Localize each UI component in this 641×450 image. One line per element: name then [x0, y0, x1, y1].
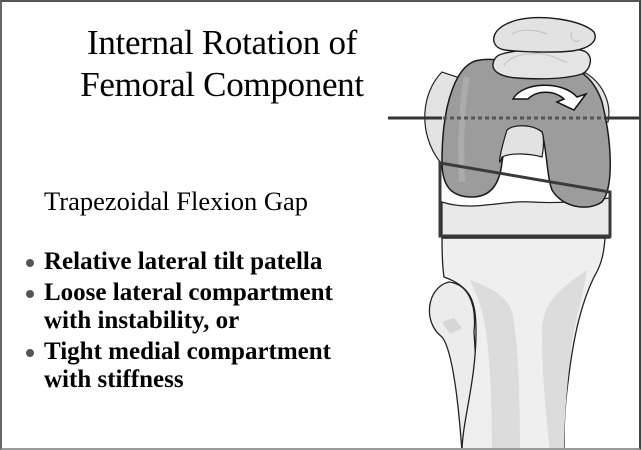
title-line-1: Internal Rotation of [86, 23, 358, 62]
patella-icon [492, 16, 596, 80]
slide-title: Internal Rotation of Femoral Component [32, 22, 412, 106]
femoral-component [441, 58, 611, 208]
rotation-arrow-icon [511, 84, 589, 111]
bullet-dot-icon [26, 259, 34, 267]
bullet-dot-icon [26, 289, 34, 298]
slide-subtitle: Trapezoidal Flexion Gap [44, 186, 308, 216]
title-line-2: Femoral Component [80, 65, 364, 104]
tibia-icon [441, 237, 606, 448]
bullet-item: Tight medial compartment with stiffness [22, 338, 404, 395]
bullet-text: Tight medial compartment with stiffness [44, 337, 332, 394]
trapezoidal-flexion-gap-outline [438, 161, 612, 238]
bullet-item: Relative lateral tilt patella [22, 248, 404, 277]
bullet-dot-icon [26, 348, 34, 357]
tibial-plateau [441, 197, 611, 239]
bullet-list: Relative lateral tilt patella Loose late… [22, 248, 404, 395]
bullet-text: Relative lateral tilt patella [44, 248, 323, 275]
bullet-item: Loose lateral compartment with instabili… [22, 279, 404, 336]
bullet-text: Loose lateral compartment with instabili… [44, 278, 333, 335]
